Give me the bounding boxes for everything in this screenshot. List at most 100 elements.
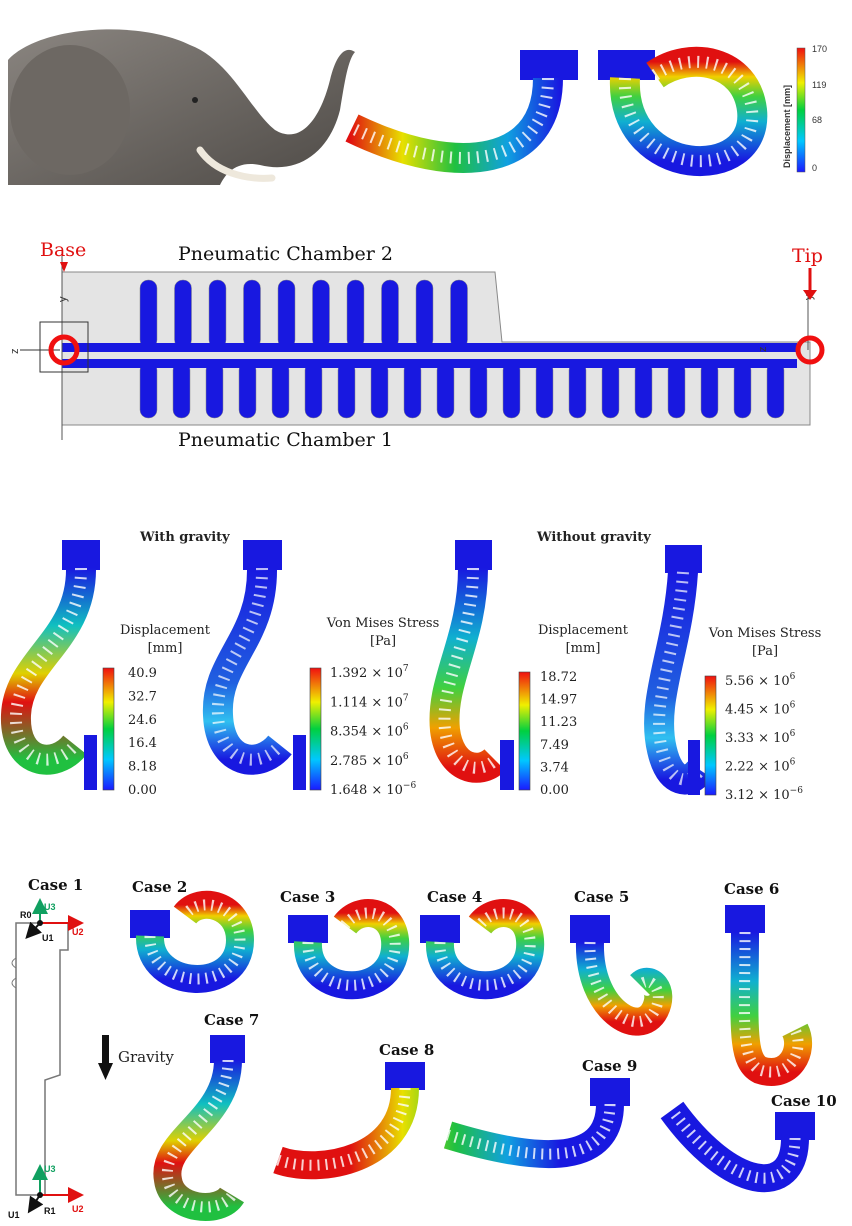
colorbar-tick-label: 1.114 × 107 [330, 693, 409, 710]
chamber-finger [243, 279, 261, 349]
colorbar-tick: 0 [812, 163, 817, 173]
chamber-finger [450, 279, 468, 349]
base-label: Base [40, 239, 86, 261]
chamber-1-label: Pneumatic Chamber 1 [178, 429, 393, 451]
chamber-finger [535, 361, 554, 419]
colorbar-tick-label: 5.56 × 106 [725, 672, 796, 689]
case-1-schematic: U3 U2 U1 R0 U3 U2 U1 R1 [8, 898, 84, 1220]
z-axis-label: z [9, 349, 21, 355]
u2-label: U2 [72, 1204, 84, 1214]
colorbar-tick-label: 3.74 [540, 760, 569, 775]
u1-label: U1 [8, 1210, 20, 1220]
chamber-finger [337, 361, 356, 419]
chamber-schematic: z y y z Base Tip Pneumatic Chamber 2 Pne… [9, 239, 825, 451]
panel-nogravity-stress [644, 545, 713, 795]
colorbar-title: Displacement [120, 623, 211, 638]
chamber-finger [568, 361, 587, 419]
actuator-slots [276, 1087, 411, 1171]
colorbar-tick-label: 0.00 [128, 783, 157, 798]
chamber-finger [208, 279, 227, 349]
case-4-label: Case 4 [427, 888, 482, 906]
case-1-label: Case 1 [28, 876, 83, 894]
colorbar-tick-label: 8.18 [128, 760, 157, 775]
gravity-label: Gravity [118, 1048, 174, 1066]
panel-gravity-stress [202, 540, 306, 790]
gravity-arrow-icon [98, 1063, 113, 1080]
chamber-finger [271, 361, 290, 419]
chamber-2-fingers [139, 279, 468, 349]
colorbar-unit: [mm] [148, 641, 183, 656]
colorbar-tick-label: 7.49 [540, 738, 569, 753]
gravity-indicator: Gravity [98, 1035, 174, 1080]
actuator-slots [434, 907, 536, 991]
colorbar-tick-label: 1.648 × 10−6 [330, 781, 416, 798]
colorbar-title: Von Mises Stress [708, 626, 822, 641]
colorbar-tick: 119 [812, 80, 826, 90]
chamber-finger [139, 361, 158, 419]
chamber-finger [469, 361, 488, 419]
colorbar-tick-label: 1.392 × 107 [330, 664, 409, 681]
case-8-label: Case 8 [379, 1041, 434, 1059]
tip-label: Tip [792, 245, 823, 267]
chamber-finger [172, 361, 191, 419]
chamber-finger [205, 361, 224, 419]
colorbar-tick-label: 18.72 [540, 670, 577, 685]
colorbar-title: Displacement [mm] [782, 85, 792, 168]
colorbar-unit: [Pa] [370, 634, 396, 649]
colorbar-unit: [Pa] [752, 644, 778, 659]
chamber-finger [346, 279, 365, 349]
colorbar [518, 671, 531, 791]
chamber-finger [601, 361, 620, 419]
chamber-finger [312, 279, 330, 349]
colorbar-tick-label: 0.00 [540, 783, 569, 798]
chamber-finger [403, 361, 422, 419]
colorbar [704, 675, 717, 796]
actuator-slots [584, 941, 664, 1027]
u2-label: U2 [72, 927, 84, 937]
top-colorbar: Displacement [mm] 170 119 68 0 [782, 44, 827, 173]
colorbar-tick-label: 14.97 [540, 693, 577, 708]
colorbar-tick-label: 2.22 × 106 [725, 758, 796, 775]
simulation-colorbars: Displacement[mm]40.932.724.616.48.180.00… [102, 616, 822, 803]
colorbar-tick: 170 [812, 44, 827, 54]
base-arrow-icon [60, 262, 68, 272]
r1-label: R1 [44, 1206, 56, 1216]
u3-label: U3 [44, 902, 56, 912]
chamber-finger [766, 361, 785, 419]
actuator-slots [446, 1103, 616, 1160]
actuator-slots [161, 1059, 237, 1213]
colorbar-tick-label: 2.785 × 106 [330, 752, 409, 769]
case-actuators [130, 890, 815, 1221]
panel-nogravity-displacement [429, 540, 514, 790]
actuator-curl [598, 46, 768, 177]
colorbar-tick-label: 32.7 [128, 689, 157, 704]
chamber-finger [733, 361, 752, 419]
chamber-finger [381, 279, 399, 349]
colorbar-tick-label: 3.12 × 10−6 [725, 786, 803, 803]
colorbar-unit: [mm] [566, 641, 601, 656]
case-6-label: Case 6 [724, 880, 779, 898]
colorbar-tick: 68 [812, 115, 822, 125]
chamber-finger [667, 361, 686, 419]
colorbar-title: Displacement [538, 623, 629, 638]
chamber-finger [277, 279, 296, 349]
base-marker-icon [48, 334, 80, 366]
colorbar-tick-label: 3.33 × 106 [725, 729, 796, 746]
chamber-finger [700, 361, 719, 419]
chamber-finger [174, 279, 192, 349]
chamber-finger [415, 279, 434, 349]
chamber-finger [634, 361, 653, 419]
colorbar-tick-label: 40.9 [128, 666, 157, 681]
chamber-finger [139, 279, 158, 349]
without-gravity-heading: Without gravity [536, 530, 651, 545]
chamber-finger [370, 361, 389, 419]
panel-gravity-displacement [1, 540, 100, 790]
tip-marker-icon [795, 335, 825, 365]
u3-label: U3 [44, 1164, 56, 1174]
colorbar-title: Von Mises Stress [326, 616, 440, 631]
chamber-finger [502, 361, 521, 419]
chamber-finger [238, 361, 257, 419]
case-5-label: Case 5 [574, 888, 629, 906]
case-7-label: Case 7 [204, 1011, 259, 1029]
